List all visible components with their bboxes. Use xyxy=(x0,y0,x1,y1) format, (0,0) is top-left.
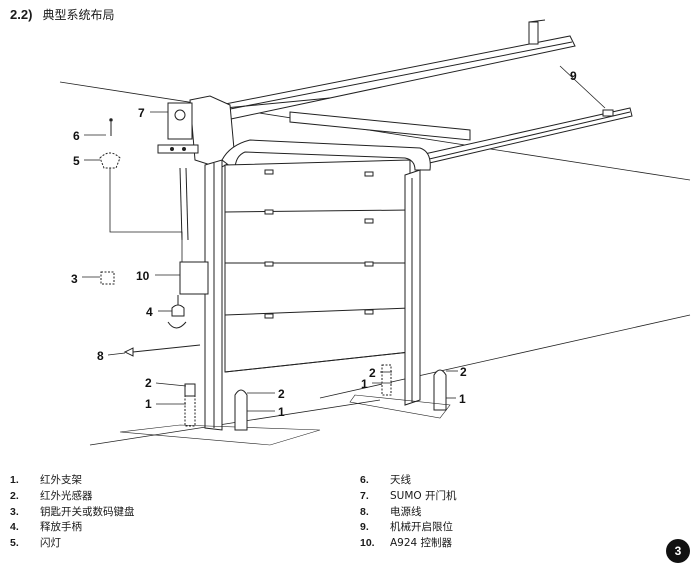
legend-item: 3.钥匙开关或数码键盘 xyxy=(10,505,135,518)
callout-4: 4 xyxy=(146,305,153,319)
legend-item: 7.SUMO 开门机 xyxy=(360,489,457,502)
floor-line-right xyxy=(319,314,691,399)
legend-item: 2.红外光感器 xyxy=(10,489,93,502)
right-vertical-track xyxy=(404,169,421,406)
section-heading: 2.2) 典型系统布局 xyxy=(10,6,115,23)
legend-item: 10.A924 控制器 xyxy=(360,537,453,550)
callout-9: 9 xyxy=(570,69,577,83)
legend-item: 5.闪灯 xyxy=(10,537,61,550)
legend-left: 1.红外支架 2.红外光感器 3.钥匙开关或数码键盘 4.释放手柄 5.闪灯 xyxy=(10,473,135,552)
callout-1-left: 1 xyxy=(145,397,152,411)
callout-3: 3 xyxy=(71,272,78,286)
callout-7: 7 xyxy=(138,106,145,120)
antenna xyxy=(109,118,113,136)
header-beam xyxy=(289,111,471,141)
legend-item: 9.机械开启限位 xyxy=(360,521,453,534)
legend-item: 1.红外支架 xyxy=(10,474,82,486)
callout-2-front: 2 xyxy=(278,387,285,401)
callout-2-far-right: 2 xyxy=(460,365,467,379)
operator-housing xyxy=(157,95,236,169)
legend-right: 6.天线 7.SUMO 开门机 8.电源线 9.机械开启限位 10.A924 控… xyxy=(360,473,457,552)
callout-2-left: 2 xyxy=(145,376,152,390)
legend-item: 6.天线 xyxy=(360,474,411,486)
operator-rail xyxy=(204,19,576,124)
sectional-door xyxy=(221,139,431,373)
release-handle xyxy=(167,295,187,329)
page-number-badge: 3 xyxy=(666,539,690,563)
left-floor-pad xyxy=(119,424,321,446)
section-number: 2.2) xyxy=(10,7,33,22)
callout-8: 8 xyxy=(97,349,104,363)
callout-1-far-right: 1 xyxy=(459,392,466,406)
lamp-cable xyxy=(109,168,183,262)
callout-2-right: 2 xyxy=(369,366,376,380)
left-photocell xyxy=(184,383,196,397)
right-floor-pad xyxy=(349,394,451,419)
right-front-post xyxy=(433,369,447,411)
garage-door-system-diagram: 9 7 6 5 3 10 4 8 2 1 2 1 2 1 2 1 xyxy=(59,19,691,446)
left-track xyxy=(224,97,331,109)
right-photocell-bracket xyxy=(381,364,392,396)
legend-item: 4.释放手柄 xyxy=(10,521,82,534)
section-title: 典型系统布局 xyxy=(42,8,115,22)
flashing-lamp xyxy=(99,152,121,169)
leader-lines xyxy=(82,65,606,412)
door-hinges xyxy=(264,169,374,319)
left-jamb xyxy=(179,159,223,431)
legend-item: 8.电源线 xyxy=(360,505,422,518)
controller-box xyxy=(179,261,209,295)
callout-1-right: 1 xyxy=(361,377,368,391)
callout-1-front: 1 xyxy=(278,405,285,419)
front-photocell-post xyxy=(234,389,248,431)
callout-5: 5 xyxy=(73,154,80,168)
callout-6: 6 xyxy=(73,129,80,143)
key-switch xyxy=(100,271,115,285)
callout-10: 10 xyxy=(136,269,150,283)
power-cable xyxy=(123,344,201,357)
